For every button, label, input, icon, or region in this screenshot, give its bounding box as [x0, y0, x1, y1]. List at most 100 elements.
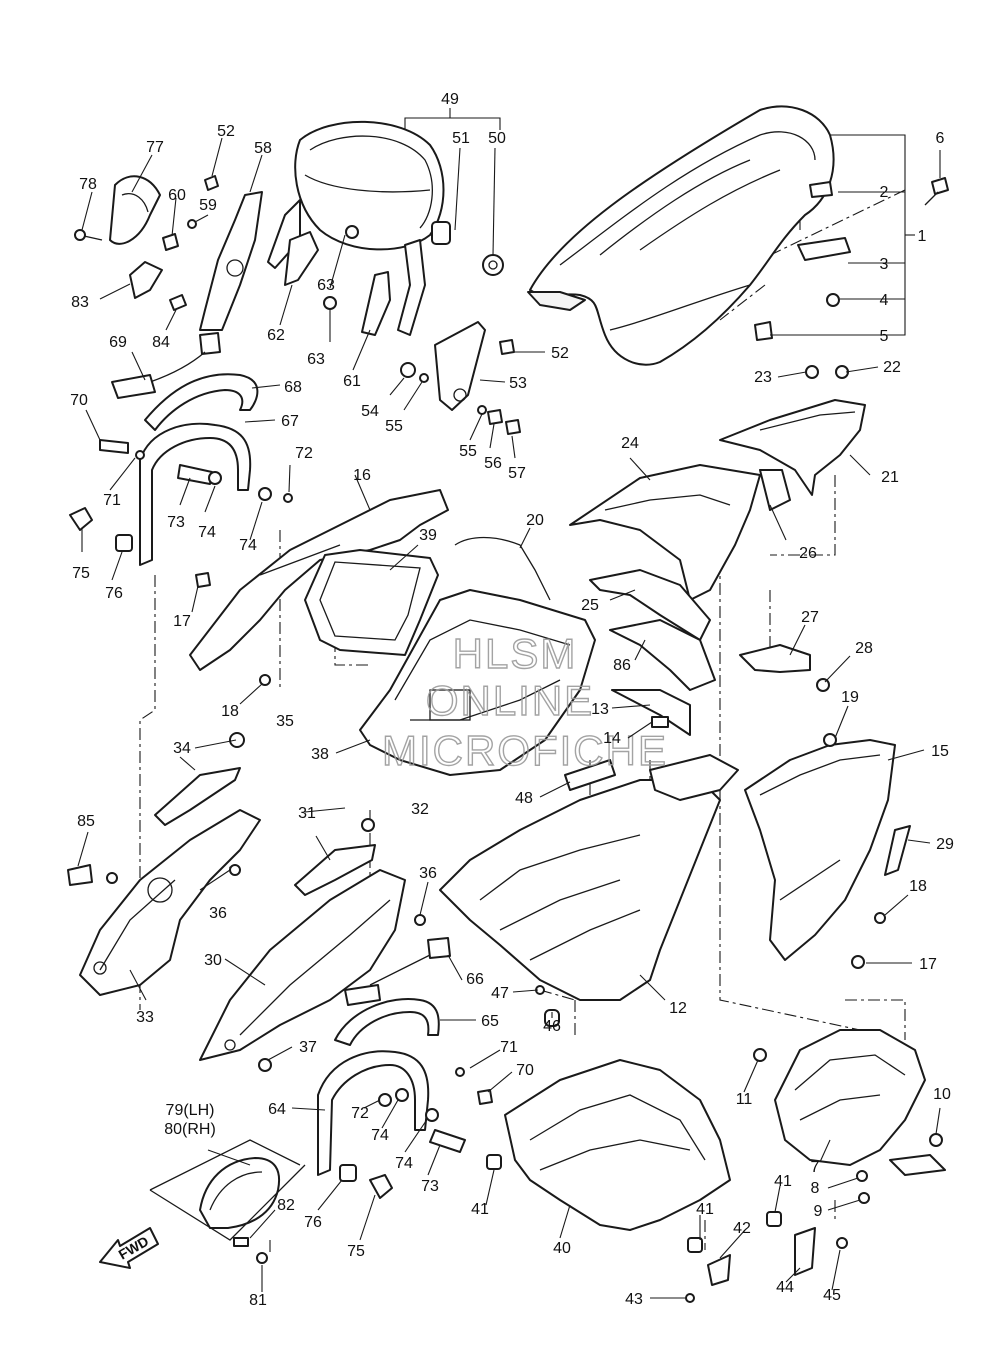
side-cover-left — [67, 732, 261, 996]
callout-8: 8 — [811, 1180, 820, 1197]
side-cover-right — [744, 733, 911, 969]
callout-21: 21 — [881, 469, 899, 486]
callout-7: 7 — [811, 1159, 820, 1176]
callout-86: 86 — [613, 657, 631, 674]
callout-69: 69 — [109, 334, 127, 351]
callout-40: 40 — [553, 1240, 571, 1257]
callout-63a: 63 — [317, 277, 335, 294]
grab-rail-lower-set — [317, 937, 493, 1199]
grab-rail-upper-set — [69, 332, 293, 566]
callout-11: 11 — [736, 1091, 753, 1108]
callout-50: 50 — [488, 130, 506, 147]
callout-36b: 36 — [419, 865, 437, 882]
callout-12: 12 — [669, 1000, 687, 1017]
callout-13: 13 — [591, 701, 609, 718]
callout-57: 57 — [508, 465, 526, 482]
callout-39: 39 — [419, 527, 437, 544]
callout-43: 43 — [625, 1291, 643, 1308]
callout-58: 58 — [254, 140, 272, 157]
side-panel-79-80 — [149, 1139, 306, 1264]
callout-73b: 73 — [421, 1178, 439, 1195]
callout-30: 30 — [204, 952, 222, 969]
callout-49: 49 — [441, 91, 459, 108]
callout-80: 80(RH) — [164, 1121, 216, 1138]
callout-4: 4 — [880, 292, 889, 309]
callout-16: 16 — [353, 467, 371, 484]
watermark-line-1: HLSM — [453, 630, 578, 677]
callout-76b: 76 — [304, 1214, 322, 1231]
callout-72a: 72 — [295, 445, 313, 462]
callout-17b: 17 — [919, 956, 937, 973]
callout-67: 67 — [281, 413, 299, 430]
callout-62: 62 — [267, 327, 285, 344]
callout-83: 83 — [71, 294, 89, 311]
backrest-bracket-parts — [74, 175, 521, 435]
callout-29: 29 — [936, 836, 954, 853]
callout-84: 84 — [152, 334, 170, 351]
callout-55a: 55 — [385, 418, 403, 435]
callout-5: 5 — [880, 328, 889, 345]
callout-55b: 55 — [459, 443, 477, 460]
callout-47: 47 — [491, 985, 509, 1002]
rear-carrier — [753, 1029, 946, 1204]
callout-76a: 76 — [105, 585, 123, 602]
callout-79: 79(LH) — [166, 1102, 215, 1119]
callout-25: 25 — [581, 597, 599, 614]
callout-61: 61 — [343, 373, 361, 390]
callout-26: 26 — [799, 545, 817, 562]
callout-66: 66 — [466, 971, 484, 988]
callout-56: 56 — [484, 455, 502, 472]
callout-75a: 75 — [72, 565, 90, 582]
callout-51: 51 — [452, 130, 470, 147]
callout-74d: 74 — [395, 1155, 413, 1172]
side-cover-middle — [199, 818, 426, 1072]
callout-27: 27 — [801, 609, 819, 626]
callout-46: 46 — [543, 1018, 561, 1035]
callout-32: 32 — [411, 801, 429, 818]
watermark: HLSM ONLINE MICROFICHE — [381, 629, 666, 774]
callout-19: 19 — [841, 689, 859, 706]
callout-labels: 1 2 3 4 5 6 7 8 9 10 11 12 13 14 15 16 1… — [70, 91, 954, 1309]
callout-35: 35 — [276, 713, 294, 730]
callout-75b: 75 — [347, 1243, 365, 1260]
seat-brackets — [754, 177, 949, 341]
callout-45: 45 — [823, 1287, 841, 1304]
callout-73a: 73 — [167, 514, 185, 531]
callout-36a: 36 — [209, 905, 227, 922]
callout-68: 68 — [284, 379, 302, 396]
callout-48: 48 — [515, 790, 533, 807]
watermark-line-2: ONLINE — [426, 677, 594, 724]
callout-85: 85 — [77, 813, 95, 830]
main-seat — [527, 105, 835, 366]
forward-direction-arrow: FWD — [99, 1227, 159, 1269]
callout-65: 65 — [481, 1013, 499, 1030]
callout-71b: 71 — [500, 1039, 518, 1056]
rear-fender — [439, 754, 739, 1027]
callout-74b: 74 — [239, 537, 257, 554]
callout-42: 42 — [733, 1220, 751, 1237]
callout-70a: 70 — [70, 392, 88, 409]
callout-23: 23 — [754, 369, 772, 386]
callout-2: 2 — [880, 184, 889, 201]
callout-3: 3 — [880, 256, 889, 273]
callout-37: 37 — [299, 1039, 317, 1056]
callout-1: 1 — [918, 228, 927, 245]
callout-81: 81 — [249, 1292, 267, 1309]
callout-72b: 72 — [351, 1105, 369, 1122]
callout-31: 31 — [298, 805, 316, 822]
callout-41c: 41 — [774, 1173, 792, 1190]
callout-71a: 71 — [103, 492, 121, 509]
callout-52a: 52 — [217, 123, 235, 140]
callout-10: 10 — [933, 1086, 951, 1103]
callout-44: 44 — [776, 1279, 794, 1296]
callout-33: 33 — [136, 1009, 154, 1026]
callout-53: 53 — [509, 375, 527, 392]
callout-41b: 41 — [696, 1201, 714, 1218]
callout-77: 77 — [146, 139, 164, 156]
callout-41a: 41 — [471, 1201, 489, 1218]
callout-6: 6 — [936, 130, 945, 147]
group-brackets — [404, 108, 915, 336]
callout-28: 28 — [855, 640, 873, 657]
